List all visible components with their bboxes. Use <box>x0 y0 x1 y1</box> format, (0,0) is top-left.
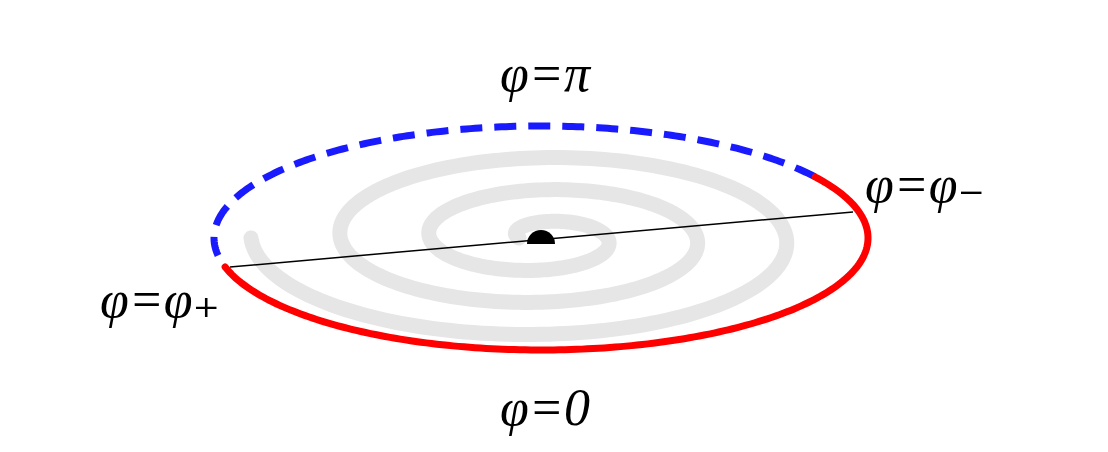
angle-label: φ=0 <box>500 382 590 434</box>
angle-label: φ=φ₊ <box>100 274 220 326</box>
solid-arc <box>225 177 868 350</box>
angle-label: φ=π <box>500 48 590 100</box>
spiral-path <box>251 158 787 335</box>
axis-line <box>230 212 853 267</box>
angle-label: φ=φ₋ <box>865 159 985 211</box>
black-hole <box>527 230 555 244</box>
dashed-arc <box>214 126 815 256</box>
